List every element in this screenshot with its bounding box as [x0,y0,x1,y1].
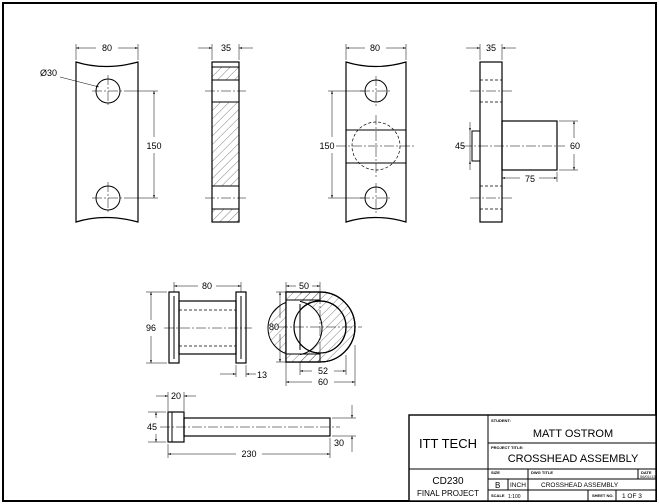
dim-75: 75 [525,174,535,184]
dim-52: 52 [318,366,328,376]
dim-60: 60 [318,377,328,387]
project-title-label: PROJECT TITLE: [491,445,523,450]
dim-20: 20 [171,391,181,401]
sheet-value: 1 OF 3 [622,493,642,500]
dim-150: 150 [146,141,161,151]
view-plate-front: 80 Ø30 150 [40,43,162,223]
view-assembly-side: 35 45 60 75 [455,43,580,223]
date-label: DATE [641,470,652,475]
title-block: STUDENT: MATT OSTROM PROJECT TITLE: CROS… [408,414,657,502]
dim-35: 35 [486,43,496,53]
project-title: CROSSHEAD ASSEMBLY [508,453,639,465]
scale-value: 1:100 [508,494,521,500]
view-assembly-front: 80 150 [319,43,416,223]
course-code: CD230 [432,476,464,487]
course-subtitle: FINAL PROJECT [417,489,479,498]
size-label: SIZE [491,470,500,475]
student-name: MATT OSTROM [533,428,613,440]
dim-50: 50 [299,281,309,291]
dwg-title: CROSSHEAD ASSEMBLY [541,482,619,489]
dim-60: 60 [570,141,580,151]
scale-label: SCALE [491,493,505,498]
school-name: ITT TECH [419,436,477,451]
view-crosshead-front: 80 96 13 [146,281,267,380]
dim-80: 80 [370,43,380,53]
dim-45: 45 [455,141,465,151]
dim-45: 45 [147,422,157,432]
view-crosshead-section: 50 80 52 60 [267,281,362,387]
dwg-title-label: DWG TITLE [531,470,553,475]
dim-80: 80 [102,43,112,53]
date-value: 06/01/13 [640,474,656,479]
dim-13: 13 [257,370,267,380]
dim-230: 230 [241,449,256,459]
units-value: INCH [510,482,526,489]
dim-96: 96 [146,323,156,333]
view-plate-section: 35 [198,43,253,223]
dim-80: 80 [202,281,212,291]
dim-80: 80 [269,322,279,332]
dim-30: 30 [334,438,344,448]
view-pin: 20 45 230 30 [147,391,356,459]
size-value: B [495,481,500,490]
dim-dia30: Ø30 [40,68,57,78]
sheet-label: SHEET NO. [592,493,614,498]
student-label: STUDENT: [491,418,511,423]
dim-35: 35 [221,43,231,53]
dim-150: 150 [319,141,334,151]
